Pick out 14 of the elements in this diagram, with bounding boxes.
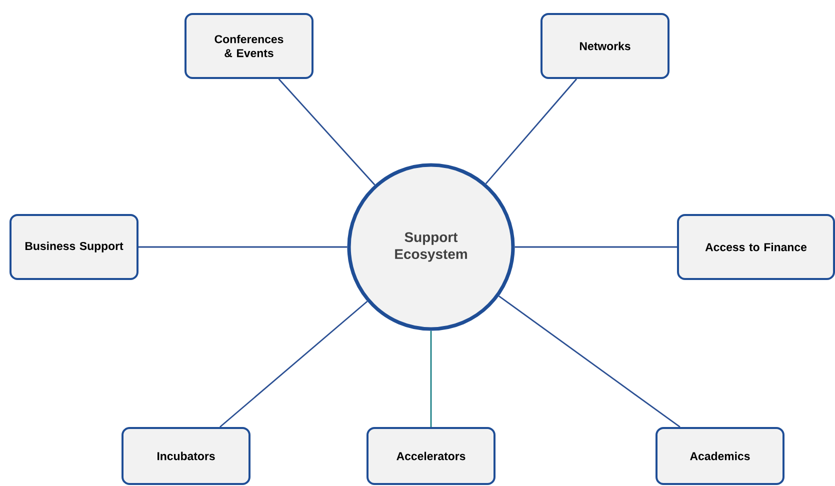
topic-box: Conferences & Events (184, 13, 314, 79)
connector-line (278, 78, 376, 186)
topic-box: Incubators (122, 427, 250, 485)
connector-line (485, 78, 578, 184)
topic-box: Networks (540, 13, 670, 79)
topic-box: Academics (656, 427, 784, 485)
connector-line (498, 296, 680, 428)
connector-line (220, 300, 368, 428)
topic-box: Accelerators (366, 427, 496, 485)
connector-line (430, 330, 432, 427)
topic-box: Business Support (10, 214, 138, 280)
topic-box: Access to Finance (677, 214, 835, 280)
connector-line (514, 246, 677, 248)
connector-line (138, 246, 348, 248)
